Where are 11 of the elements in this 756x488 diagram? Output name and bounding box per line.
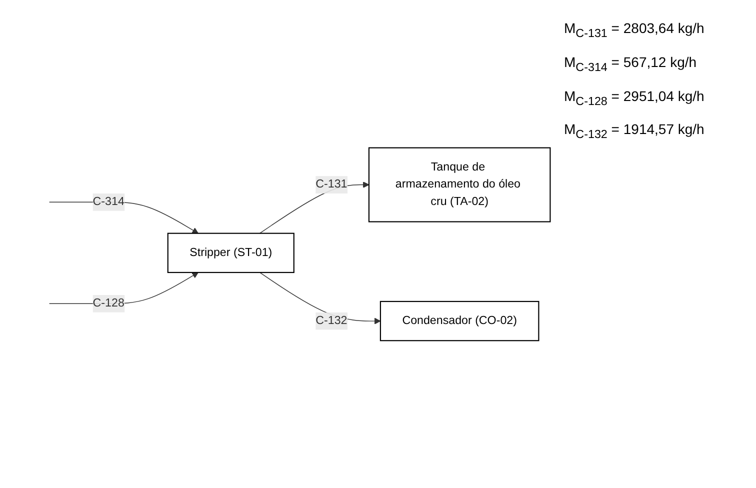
node-box: Tanque de armazenamento do óleo cru (TA-02) <box>368 147 551 222</box>
node-box: Stripper (ST-01) <box>167 232 294 273</box>
mass-flow-label: M$_{C-128}$ = 2951,04 kg/h <box>564 88 706 108</box>
mass-flow-label: M$_{C-131}$ = 2803,64 kg/h <box>564 20 706 40</box>
edge-label: C-132 <box>316 314 348 327</box>
node-box: Condensador (CO-02) <box>380 300 540 341</box>
edge-label: C-131 <box>316 178 348 190</box>
edge-label: C-128 <box>92 296 124 310</box>
mass-flow-label: M$_{C-314}$ = 567,12 kg/h <box>564 54 698 74</box>
mass-flow-label: M$_{C-132}$ = 1914,57 kg/h <box>564 121 706 142</box>
edge-label: C-314 <box>92 195 124 208</box>
